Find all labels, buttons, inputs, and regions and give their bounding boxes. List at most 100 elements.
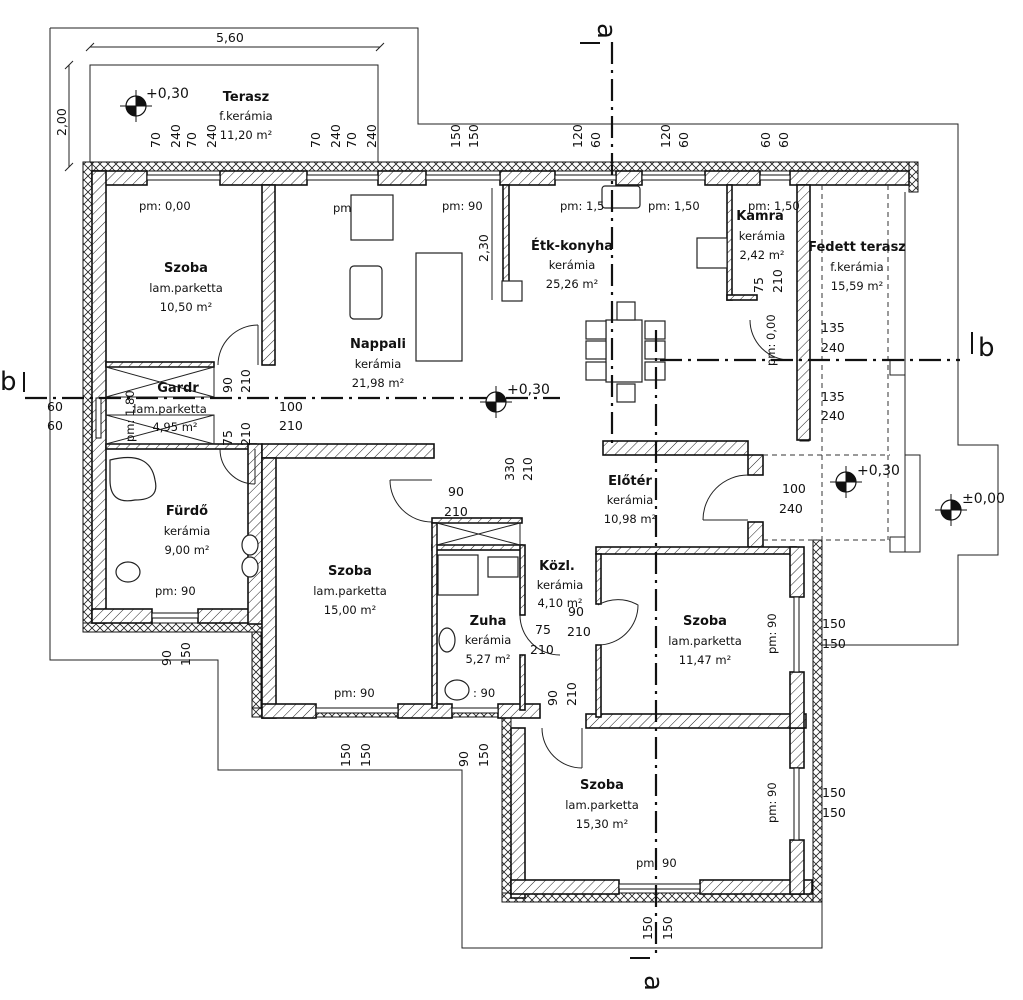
- room-zuha: Zuha kerámia 5,27 m²: [465, 614, 512, 666]
- svg-text:60: 60: [676, 132, 691, 148]
- svg-text:240: 240: [821, 408, 845, 423]
- sofa-icon: [415, 252, 463, 362]
- svg-text:120: 120: [570, 124, 585, 148]
- svg-text:240: 240: [821, 340, 845, 355]
- svg-text:Fürdő: Fürdő: [166, 504, 208, 519]
- svg-text:5,27 m²: 5,27 m²: [465, 652, 510, 666]
- svg-text:240: 240: [328, 124, 343, 148]
- level-marker-ground: [935, 494, 967, 526]
- svg-text:150: 150: [476, 743, 491, 767]
- svg-text:11,20 m²: 11,20 m²: [220, 128, 272, 142]
- svg-text:15,59 m²: 15,59 m²: [831, 279, 883, 293]
- opening-dims: 70 240 70 240 70 240 70 240 150 150 120 …: [47, 124, 846, 940]
- svg-text:150: 150: [660, 916, 675, 940]
- svg-text:lam.parketta: lam.parketta: [565, 798, 639, 812]
- svg-text:150: 150: [178, 642, 193, 666]
- doors: [217, 319, 791, 769]
- fedett-terasz-outline: [763, 185, 921, 553]
- svg-text:pm: 90: pm: 90: [636, 856, 677, 870]
- svg-text:60: 60: [776, 132, 791, 148]
- svg-text:Szoba: Szoba: [683, 614, 727, 629]
- armchair-icon: [350, 194, 394, 241]
- svg-text:150: 150: [822, 805, 846, 820]
- svg-text:210: 210: [238, 369, 253, 393]
- svg-text:Szoba: Szoba: [580, 778, 624, 793]
- walls: [91, 170, 910, 899]
- svg-text:: 90: : 90: [473, 686, 495, 700]
- svg-text:21,98 m²: 21,98 m²: [352, 376, 404, 390]
- svg-text:150: 150: [466, 124, 481, 148]
- svg-text:pm: 90: pm: 90: [334, 686, 375, 700]
- svg-text:Zuha: Zuha: [470, 614, 507, 629]
- shower-icon: [437, 554, 479, 596]
- svg-text:pm: pm: [333, 201, 352, 215]
- svg-text:9,00 m²: 9,00 m²: [164, 543, 209, 557]
- svg-text:11,47 m²: 11,47 m²: [679, 653, 731, 667]
- svg-text:kerámia: kerámia: [465, 633, 512, 647]
- svg-text:70: 70: [344, 132, 359, 148]
- section-label-a-top: a: [591, 23, 621, 39]
- section-label-b-right: b: [978, 333, 995, 363]
- svg-text:150: 150: [358, 743, 373, 767]
- sink-icon: [601, 185, 641, 209]
- svg-text:70: 70: [148, 132, 163, 148]
- svg-text:Fedett terasz: Fedett terasz: [808, 240, 906, 255]
- sill-labels: pm: 0,00 pm pm: 90 pm: 1,5 pm: 1,50 pm: …: [123, 199, 800, 870]
- svg-text:4,10 m²: 4,10 m²: [537, 596, 582, 610]
- stove-icon: [696, 237, 728, 269]
- windows: [95, 174, 800, 890]
- svg-text:kerámia: kerámia: [549, 258, 596, 272]
- svg-text:kerámia: kerámia: [355, 357, 402, 371]
- svg-text:lam.parketta: lam.parketta: [133, 402, 207, 416]
- svg-text:lam.parketta: lam.parketta: [149, 281, 223, 295]
- level-label-fedett: +0,30: [857, 463, 900, 479]
- svg-text:75: 75: [751, 277, 766, 293]
- svg-text:70: 70: [184, 132, 199, 148]
- svg-text:pm: 1,50: pm: 1,50: [748, 199, 800, 213]
- zuha-toilet-icon: [444, 679, 470, 701]
- svg-text:210: 210: [770, 269, 785, 293]
- svg-text:90: 90: [568, 604, 584, 619]
- terrace-width-dim: 5,60: [216, 30, 244, 45]
- svg-text:Szoba: Szoba: [164, 261, 208, 276]
- svg-text:150: 150: [822, 785, 846, 800]
- svg-text:4,95 m²: 4,95 m²: [152, 420, 197, 434]
- room-nappali: Nappali kerámia 21,98 m²: [350, 337, 406, 390]
- svg-text:60: 60: [47, 418, 63, 433]
- gardrobe-shelves: [105, 366, 521, 546]
- svg-text:100: 100: [782, 481, 806, 496]
- svg-text:lam.parketta: lam.parketta: [313, 584, 387, 598]
- svg-text:pm: 0,00: pm: 0,00: [764, 314, 778, 366]
- svg-text:240: 240: [168, 124, 183, 148]
- level-marker-fedett: [830, 466, 862, 498]
- svg-text:kerámia: kerámia: [607, 493, 654, 507]
- svg-text:210: 210: [238, 422, 253, 446]
- toilet-icon: [115, 561, 141, 583]
- svg-text:Kamra: Kamra: [736, 209, 784, 224]
- svg-text:pm: 90: pm: 90: [765, 613, 779, 654]
- svg-text:240: 240: [779, 501, 803, 516]
- terrace-depth-dim: 2,00: [54, 108, 69, 136]
- svg-text:135: 135: [821, 389, 845, 404]
- svg-text:120: 120: [658, 124, 673, 148]
- svg-text:75: 75: [535, 622, 551, 637]
- svg-text:135: 135: [821, 320, 845, 335]
- svg-text:75: 75: [220, 430, 235, 446]
- svg-text:kerámia: kerámia: [164, 524, 211, 538]
- svg-text:pm: 0,00: pm: 0,00: [139, 199, 191, 213]
- svg-text:90: 90: [159, 650, 174, 666]
- svg-text:150: 150: [338, 743, 353, 767]
- level-label-nappali: +0,30: [507, 382, 550, 398]
- section-label-a-bottom: a: [638, 975, 668, 991]
- svg-text:240: 240: [204, 124, 219, 148]
- site-outline: [49, 27, 999, 949]
- svg-text:Nappali: Nappali: [350, 337, 406, 352]
- svg-text:kerámia: kerámia: [537, 578, 584, 592]
- svg-text:2,42 m²: 2,42 m²: [739, 248, 784, 262]
